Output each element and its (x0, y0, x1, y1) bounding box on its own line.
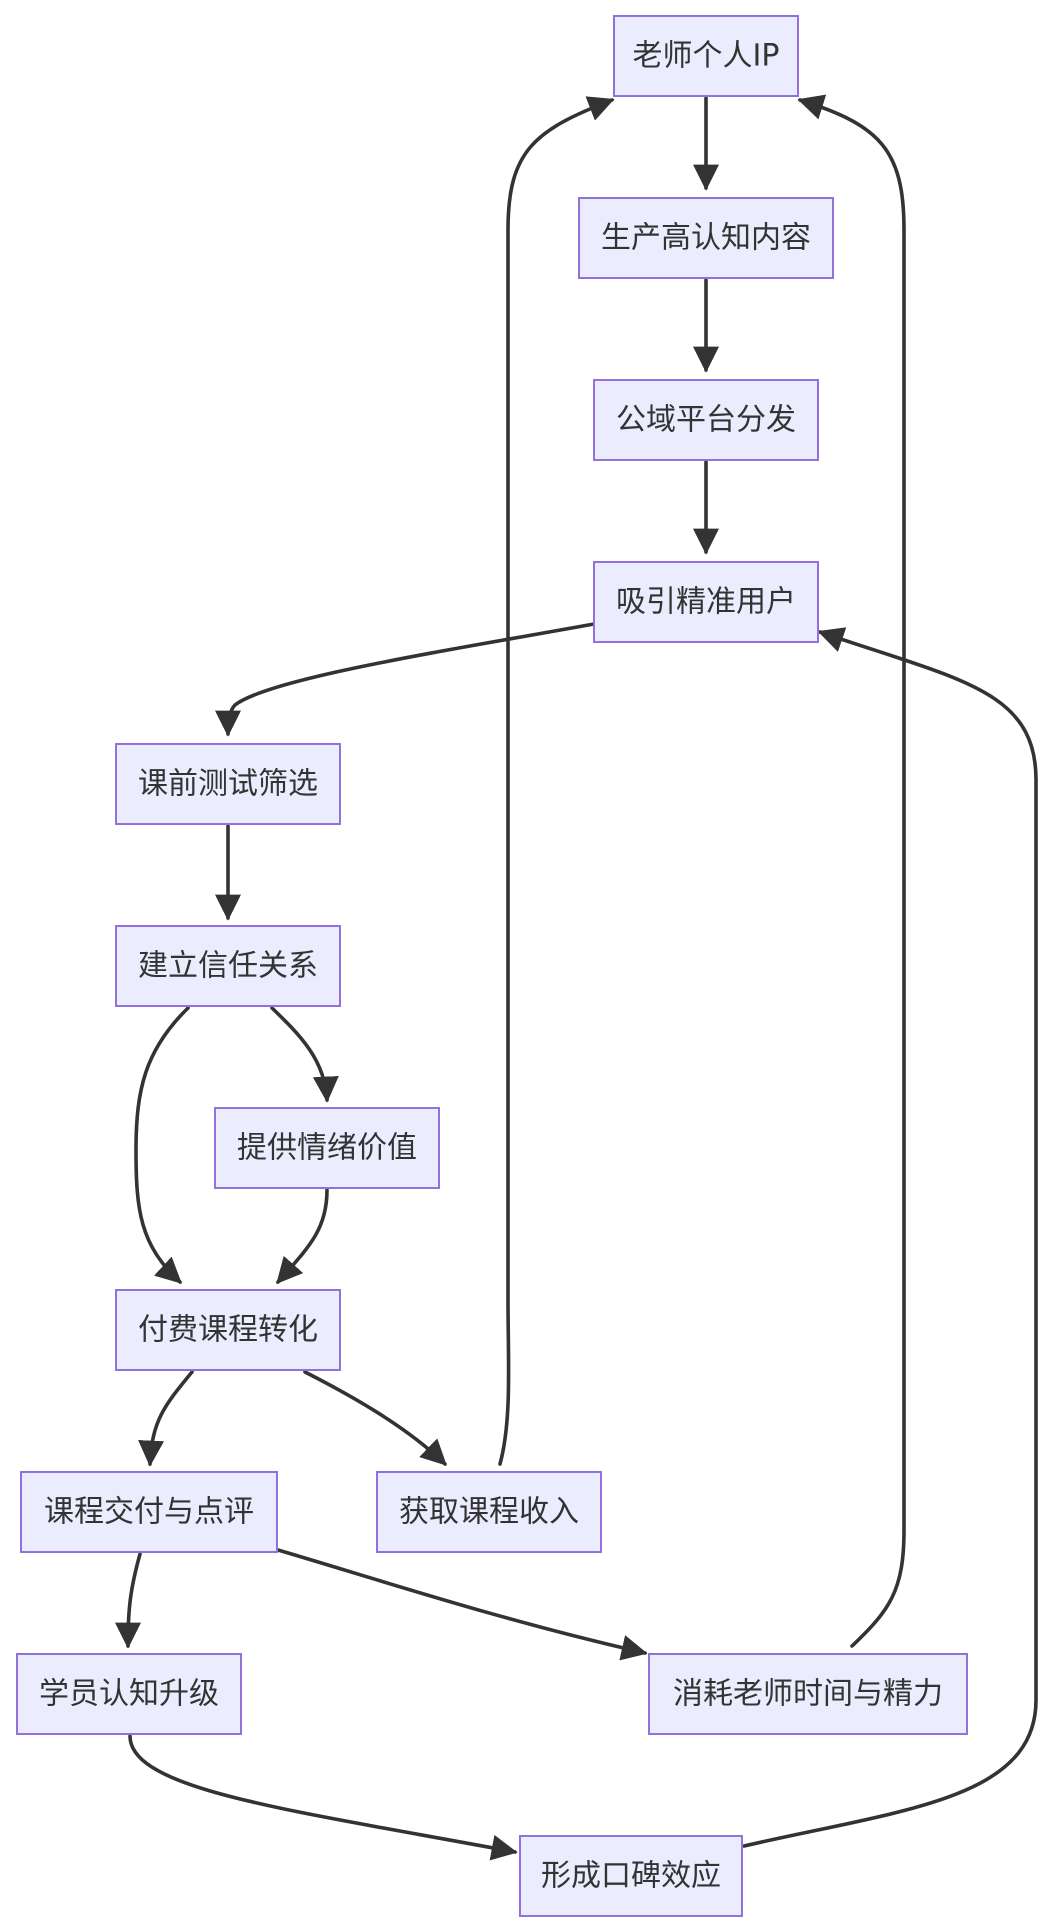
node-paid-conversion: 付费课程转化 (115, 1289, 341, 1371)
node-pre-course-test: 课前测试筛选 (115, 743, 341, 825)
edge-paid-conversion-to-course-delivery (138, 1370, 194, 1467)
edge-emotional-value-to-paid-conversion (276, 1188, 329, 1284)
node-consume-time: 消耗老师时间与精力 (648, 1653, 968, 1735)
edge-student-upgrade-to-word-of-mouth (128, 1734, 518, 1861)
node-teacher-ip-label: 老师个人IP (633, 39, 780, 74)
edge-attract-users-to-pre-course-test (215, 622, 596, 737)
node-produce-content: 生产高认知内容 (578, 197, 834, 279)
node-emotional-value-label: 提供情绪价值 (237, 1131, 417, 1166)
node-public-distribution-label: 公域平台分发 (616, 403, 796, 438)
node-build-trust: 建立信任关系 (115, 925, 341, 1007)
edge-build-trust-to-paid-conversion (134, 1006, 190, 1284)
node-student-upgrade: 学员认知升级 (16, 1653, 242, 1735)
edge-course-delivery-to-student-upgrade (115, 1552, 142, 1649)
edge-word-of-mouth-to-attract-users (742, 627, 1038, 1848)
edge-consume-time-to-teacher-ip (797, 94, 906, 1648)
node-emotional-value: 提供情绪价值 (214, 1107, 440, 1189)
node-attract-users: 吸引精准用户 (593, 561, 819, 643)
nodes-layer: 老师个人IP 生产高认知内容 公域平台分发 吸引精准用户 课前测试筛选 建立信任… (16, 15, 968, 1917)
edge-paid-conversion-to-course-income (303, 1370, 447, 1466)
edge-course-income-to-teacher-ip (498, 96, 615, 1466)
node-public-distribution: 公域平台分发 (593, 379, 819, 461)
node-word-of-mouth: 形成口碑效应 (519, 1835, 743, 1917)
node-attract-users-label: 吸引精准用户 (616, 585, 796, 620)
node-course-income-label: 获取课程收入 (399, 1495, 579, 1530)
node-course-income: 获取课程收入 (376, 1471, 602, 1553)
node-student-upgrade-label: 学员认知升级 (39, 1677, 219, 1712)
node-consume-time-label: 消耗老师时间与精力 (673, 1677, 943, 1712)
node-build-trust-label: 建立信任关系 (138, 949, 318, 984)
node-teacher-ip: 老师个人IP (613, 15, 799, 97)
node-pre-course-test-label: 课前测试筛选 (138, 767, 318, 802)
node-word-of-mouth-label: 形成口碑效应 (541, 1859, 721, 1894)
node-paid-conversion-label: 付费课程转化 (138, 1313, 318, 1348)
edges-layer (115, 94, 1038, 1861)
node-course-delivery-label: 课程交付与点评 (44, 1495, 254, 1530)
edge-course-delivery-to-consume-time (276, 1548, 648, 1661)
edge-build-trust-to-emotional-value (270, 1006, 339, 1103)
node-course-delivery: 课程交付与点评 (20, 1471, 278, 1553)
node-produce-content-label: 生产高认知内容 (601, 221, 811, 256)
